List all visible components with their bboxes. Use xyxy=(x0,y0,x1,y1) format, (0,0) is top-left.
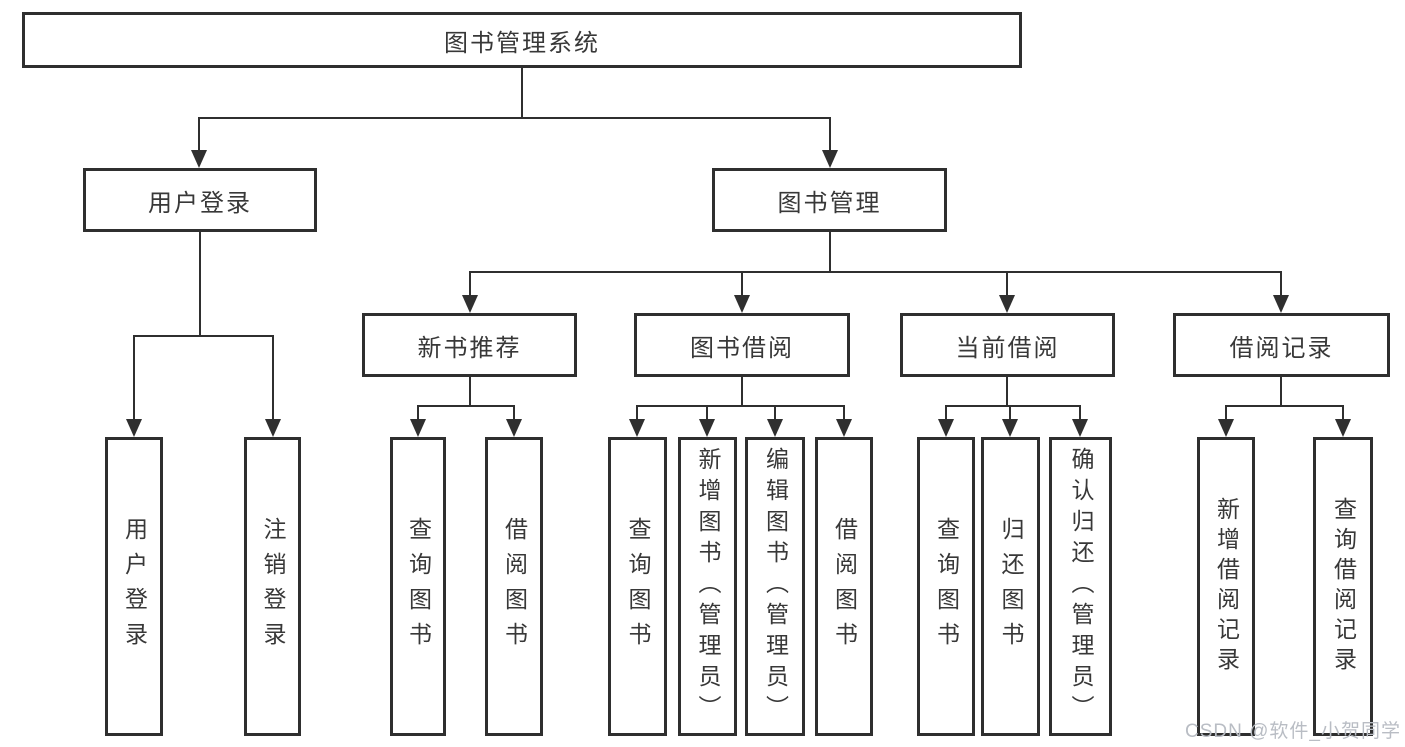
node-label: 新书推荐 xyxy=(417,334,522,362)
node-library-management-system: 图书管理系统 xyxy=(22,12,1022,68)
connector-to-leaf-user-login xyxy=(133,335,135,421)
arrowhead-leaf xyxy=(699,419,715,437)
node-label: 用户登录 xyxy=(148,189,252,217)
connector-to-leaf xyxy=(706,405,708,423)
arrowhead-leaf xyxy=(1335,419,1351,437)
connector-to-leaf xyxy=(513,405,515,423)
leaf-label: 编辑图书（管理员） xyxy=(762,447,789,726)
arrowhead-book-management xyxy=(822,150,838,168)
leaf-query-book-current: 查询图书 xyxy=(917,437,975,736)
arrowhead-leaf xyxy=(1072,419,1088,437)
csdn-watermark: CSDN @软件_小贺同学 xyxy=(1185,721,1401,742)
node-book-management: 图书管理 xyxy=(712,168,947,232)
leaf-add-book-admin: 新增图书（管理员） xyxy=(678,437,737,736)
leaf-label: 查询借阅记录 xyxy=(1330,496,1357,677)
connector-book-borrow-stem xyxy=(741,377,743,406)
leaf-label: 新增图书（管理员） xyxy=(695,447,721,726)
leaf-label: 用户登录 xyxy=(121,516,148,657)
connector-to-user-login xyxy=(198,117,200,153)
leaf-label: 归还图书 xyxy=(998,516,1024,657)
connector-user-login-stem xyxy=(199,232,201,336)
connector-to-leaf xyxy=(1079,405,1081,423)
arrowhead-user-login xyxy=(191,150,207,168)
arrowhead-leaf xyxy=(506,419,522,437)
leaf-logout-login: 注销登录 xyxy=(244,437,301,736)
connector-to-leaf-logout xyxy=(272,335,274,421)
connector-to-leaf xyxy=(636,405,638,423)
node-book-borrow: 图书借阅 xyxy=(634,313,850,377)
connector-to-leaf xyxy=(774,405,776,423)
connector-to-book-borrow xyxy=(741,271,743,299)
connector-new-book-branch xyxy=(417,405,515,407)
arrowhead-leaf xyxy=(1002,419,1018,437)
arrowhead-borrow-record xyxy=(1273,295,1289,313)
node-current-borrow: 当前借阅 xyxy=(900,313,1115,377)
connector-to-book-management xyxy=(829,117,831,153)
connector-book-management-stem xyxy=(829,232,831,272)
connector-to-leaf xyxy=(1225,405,1227,423)
leaf-query-book-recommend: 查询图书 xyxy=(390,437,446,736)
arrowhead-leaf xyxy=(629,419,645,437)
node-label: 图书管理系统 xyxy=(444,29,600,57)
connector-book-management-branch xyxy=(469,271,1281,273)
arrowhead-leaf xyxy=(767,419,783,437)
connector-root-branch xyxy=(199,117,831,119)
connector-root-stem xyxy=(521,68,523,118)
connector-to-borrow-record xyxy=(1280,271,1282,299)
connector-user-login-branch xyxy=(133,335,273,337)
arrowhead-book-borrow xyxy=(734,295,750,313)
connector-book-borrow-branch xyxy=(636,405,844,407)
leaf-label: 查询图书 xyxy=(933,516,960,657)
connector-to-leaf xyxy=(1342,405,1344,423)
leaf-label: 确认归还（管理员） xyxy=(1068,447,1094,726)
leaf-label: 新增借阅记录 xyxy=(1213,496,1240,677)
connector-borrow-record-stem xyxy=(1280,377,1282,406)
connector-to-current-borrow xyxy=(1006,271,1008,299)
leaf-label: 注销登录 xyxy=(260,516,286,657)
node-label: 图书管理 xyxy=(777,189,882,217)
leaf-label: 查询图书 xyxy=(625,516,651,657)
arrowhead-leaf-logout xyxy=(265,419,281,437)
connector-to-leaf xyxy=(417,405,419,423)
leaf-confirm-return-admin: 确认归还（管理员） xyxy=(1049,437,1112,736)
node-user-login: 用户登录 xyxy=(83,168,317,232)
leaf-add-borrow-record: 新增借阅记录 xyxy=(1197,437,1255,736)
arrowhead-leaf-user-login xyxy=(126,419,142,437)
connector-current-borrow-stem xyxy=(1006,377,1008,406)
arrowhead-current-borrow xyxy=(999,295,1015,313)
leaf-query-borrow-record: 查询借阅记录 xyxy=(1313,437,1373,736)
node-new-book-recommend: 新书推荐 xyxy=(362,313,577,377)
leaf-query-book-borrow: 查询图书 xyxy=(608,437,667,736)
connector-borrow-record-branch xyxy=(1225,405,1344,407)
leaf-label: 借阅图书 xyxy=(831,516,858,657)
connector-to-leaf xyxy=(1009,405,1011,423)
leaf-label: 借阅图书 xyxy=(501,516,528,657)
arrowhead-leaf xyxy=(938,419,954,437)
arrowhead-leaf xyxy=(410,419,426,437)
leaf-label: 查询图书 xyxy=(405,516,432,657)
leaf-borrow-book-recommend: 借阅图书 xyxy=(485,437,543,736)
leaf-user-login: 用户登录 xyxy=(105,437,163,736)
connector-to-new-book xyxy=(469,271,471,299)
connector-current-borrow-branch xyxy=(945,405,1081,407)
leaf-return-book: 归还图书 xyxy=(981,437,1040,736)
arrowhead-leaf xyxy=(836,419,852,437)
leaf-borrow-book: 借阅图书 xyxy=(815,437,873,736)
node-borrow-record: 借阅记录 xyxy=(1173,313,1390,377)
connector-to-leaf xyxy=(843,405,845,423)
node-label: 图书借阅 xyxy=(690,334,794,362)
leaf-edit-book-admin: 编辑图书（管理员） xyxy=(745,437,805,736)
node-label: 当前借阅 xyxy=(955,334,1060,362)
node-label: 借阅记录 xyxy=(1229,334,1334,362)
connector-to-leaf xyxy=(945,405,947,423)
arrowhead-leaf xyxy=(1218,419,1234,437)
arrowhead-new-book xyxy=(462,295,478,313)
connector-new-book-stem xyxy=(469,377,471,406)
